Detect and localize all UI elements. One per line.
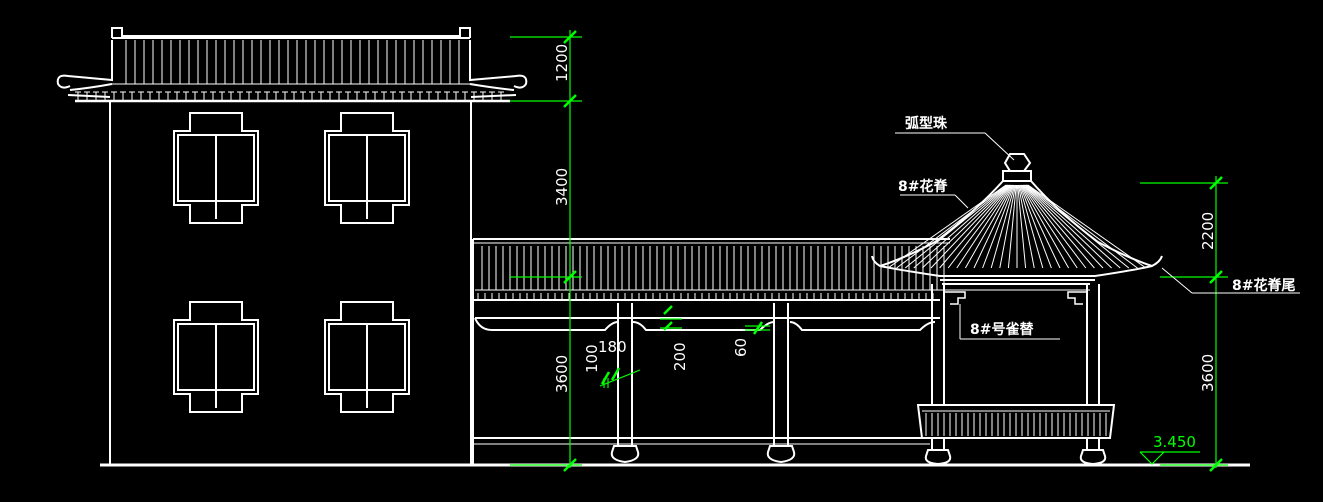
windows	[173, 112, 410, 413]
dim-180: 180	[598, 338, 627, 356]
label-finial: 弧型珠	[905, 115, 948, 132]
elevation-marker	[1139, 451, 1200, 465]
dim-3400: 3400	[553, 168, 571, 206]
left-dimension-chain	[510, 30, 582, 472]
main-roof-eave-drips	[75, 91, 504, 101]
label-bracket: 8#号雀替	[970, 321, 1034, 338]
corridor-roof-tiles	[475, 246, 945, 291]
corridor-detail-dimensions	[599, 305, 770, 388]
pavilion-railing-balusters	[925, 413, 1107, 436]
two-storey-building	[56, 27, 528, 465]
dim-60: 60	[732, 338, 750, 357]
finial	[1003, 153, 1032, 172]
label-ridge-tail: 8#花脊尾	[1232, 277, 1295, 294]
dim-100: 100	[583, 344, 601, 373]
dim-200: 200	[671, 342, 689, 371]
dim-2200: 2200	[1199, 212, 1217, 250]
pavilion-roof-ribs	[887, 184, 1147, 269]
main-roof-tiles	[112, 40, 470, 85]
label-ridge: 8#花脊	[898, 178, 948, 195]
right-dimension-chain	[1140, 176, 1228, 472]
corridor-eave-drips	[477, 293, 934, 300]
covered-corridor	[472, 238, 950, 465]
elevation-value: 3.450	[1153, 433, 1196, 451]
dim-3600-right: 3600	[1199, 354, 1217, 392]
label-leaders	[895, 132, 1300, 340]
dim-3600-left: 3600	[553, 355, 571, 393]
dim-1200: 1200	[553, 44, 571, 82]
